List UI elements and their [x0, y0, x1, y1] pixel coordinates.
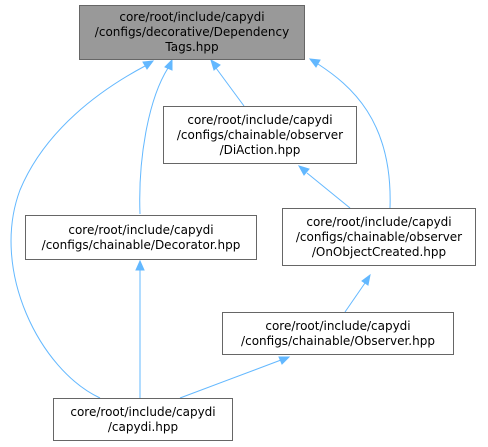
edge-on-object-created-to-di-action-arrowhead [297, 165, 310, 176]
edge-di-action-to-dependency-tags [215, 67, 245, 107]
node-label-line: core/root/include/capydi [187, 112, 333, 127]
node-capydi[interactable]: core/root/include/capydi /capydi.hpp [53, 398, 233, 441]
node-di-action[interactable]: core/root/include/capydi /configs/chaina… [163, 106, 357, 164]
node-label-line: /DiAction.hpp [219, 142, 301, 157]
edge-on-object-created-to-dependency-tags [317, 63, 391, 209]
node-label-line: /configs/chainable/observer [176, 127, 344, 142]
edge-di-action-to-dependency-tags-arrowhead [210, 58, 221, 71]
node-label-line: core/root/include/capydi [70, 404, 216, 419]
node-label-line: /capydi.hpp [107, 419, 179, 434]
edge-capydi-to-dependency-tags [10, 65, 146, 399]
edge-observer-to-on-object-created-arrowhead [361, 273, 371, 286]
edge-capydi-to-dependency-tags-arrowhead [142, 60, 155, 70]
node-label-line: core/root/include/capydi [306, 214, 452, 229]
edge-decorator-to-dependency-tags-arrowhead [164, 58, 173, 71]
edge-on-object-created-to-dependency-tags-arrowhead [308, 58, 321, 68]
node-dependency-tags: core/root/include/capydi /configs/decora… [79, 5, 305, 60]
node-label-line: /OnObjectCreated.hpp [311, 244, 447, 259]
node-label-line: /configs/chainable/Decorator.hpp [41, 237, 241, 252]
node-label-line: /configs/chainable/Observer.hpp [241, 333, 435, 348]
node-observer[interactable]: core/root/include/capydi /configs/chaina… [222, 312, 454, 355]
edge-capydi-to-observer-arrowhead [278, 356, 291, 365]
node-label-line: core/root/include/capydi [265, 318, 411, 333]
node-decorator[interactable]: core/root/include/capydi /configs/chaina… [25, 215, 257, 260]
node-label-line: Tags.hpp [165, 40, 219, 54]
node-label-line: /configs/decorative/Dependency [94, 25, 290, 39]
edge-capydi-to-decorator-arrowhead [135, 259, 145, 271]
node-label-line: core/root/include/capydi [68, 222, 214, 237]
node-label-line: core/root/include/capydi [119, 10, 265, 24]
edge-observer-to-on-object-created [344, 282, 366, 313]
node-label-line: /configs/chainable/observer [295, 229, 463, 244]
edge-on-object-created-to-di-action [306, 172, 351, 209]
edge-capydi-to-observer [179, 359, 282, 399]
node-on-object-created[interactable]: core/root/include/capydi /configs/chaina… [282, 208, 476, 266]
edge-decorator-to-dependency-tags [139, 67, 169, 215]
